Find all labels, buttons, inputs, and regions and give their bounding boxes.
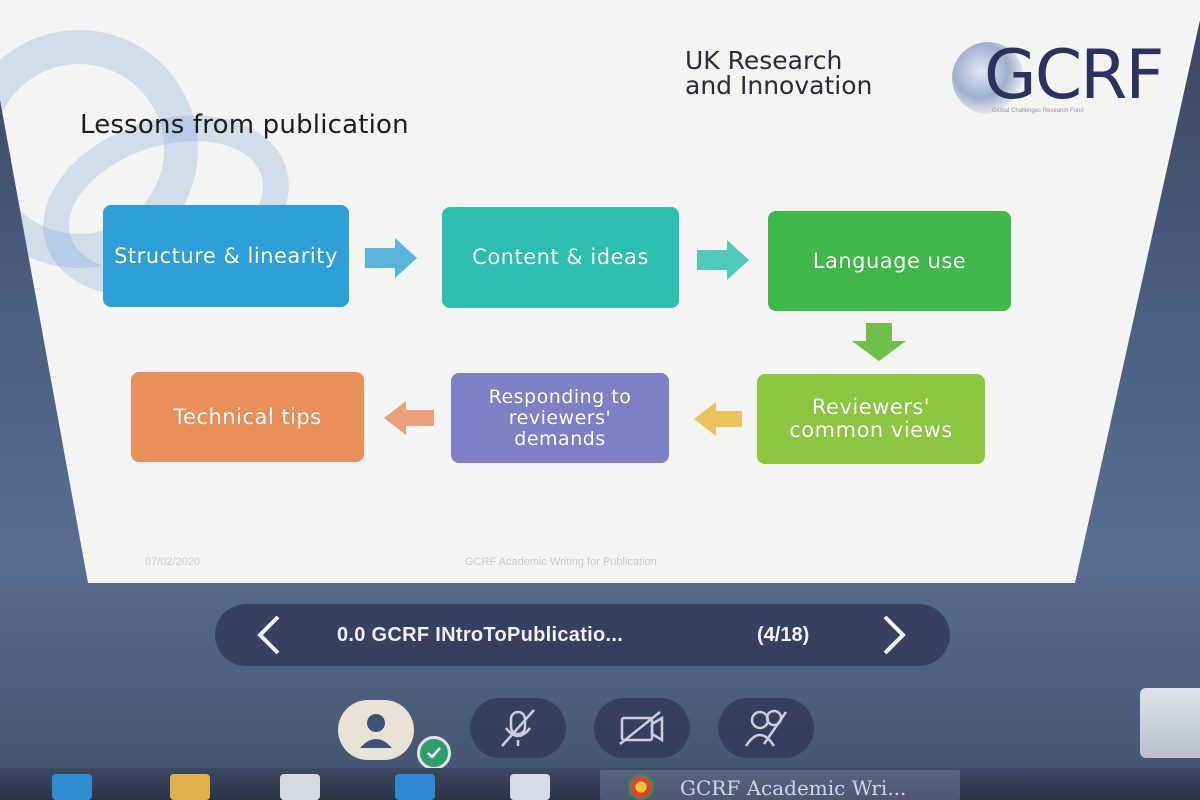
status-badge bbox=[417, 736, 451, 770]
check-icon bbox=[427, 747, 441, 759]
toggle-camera-button[interactable] bbox=[594, 698, 690, 758]
presentation-navigation-bar: 0.0 GCRF INtroToPublicatio... (4/18) bbox=[215, 604, 950, 666]
slide-footer-title: GCRF Academic Writing for Publication bbox=[465, 556, 657, 568]
next-slide-button[interactable] bbox=[870, 610, 918, 660]
mute-microphone-button[interactable] bbox=[470, 698, 566, 758]
taskbar-app-icon[interactable] bbox=[52, 774, 92, 800]
chrome-icon bbox=[628, 774, 654, 800]
store-icon[interactable] bbox=[280, 774, 320, 800]
camera-off-icon bbox=[619, 711, 664, 745]
chevron-left-icon bbox=[257, 615, 280, 655]
previous-slide-button[interactable] bbox=[245, 610, 293, 660]
presentation-slide: UK Research and Innovation GCRF Global C… bbox=[0, 0, 1200, 583]
taskbar: GCRF Academic Wri... bbox=[0, 768, 1200, 800]
chevron-right-icon bbox=[883, 615, 906, 655]
step-box-reviewers-views: Reviewers' common views bbox=[757, 374, 985, 464]
step-label: Technical tips bbox=[173, 404, 322, 429]
ukri-logo-line2: and Innovation bbox=[685, 71, 873, 100]
document-name: 0.0 GCRF INtroToPublicatio... bbox=[337, 624, 624, 646]
arrow-right-icon bbox=[365, 238, 417, 278]
step-box-structure: Structure & linearity bbox=[103, 205, 349, 307]
step-label: Language use bbox=[812, 248, 967, 273]
ukri-logo-line1: UK Research bbox=[685, 46, 843, 75]
taskbar-active-window[interactable] bbox=[600, 770, 960, 800]
page-indicator: (4/18) bbox=[757, 624, 810, 646]
step-box-technical-tips: Technical tips bbox=[131, 372, 364, 462]
taskbar-window-label: GCRF Academic Wri... bbox=[680, 776, 907, 800]
step-label: Reviewers' common views bbox=[789, 395, 953, 442]
slide-title: Lessons from publication bbox=[80, 110, 409, 140]
arrow-left-icon bbox=[694, 402, 742, 436]
arrow-right-icon bbox=[697, 240, 749, 280]
paint-icon[interactable] bbox=[510, 774, 550, 800]
ukri-logo: UK Research and Innovation bbox=[685, 48, 872, 98]
gcrf-logo: GCRF Global Challenges Research Fund bbox=[952, 36, 1165, 116]
gcrf-logo-text: GCRF bbox=[984, 36, 1165, 115]
step-box-content: Content & ideas bbox=[442, 207, 679, 308]
globe-icon bbox=[952, 42, 1024, 114]
arrow-left-icon bbox=[384, 401, 434, 435]
step-label: Responding to reviewers' demands bbox=[488, 385, 632, 450]
step-label: Structure & linearity bbox=[114, 243, 338, 268]
participants-button[interactable] bbox=[718, 698, 814, 758]
gcrf-logo-subtitle: Global Challenges Research Fund bbox=[992, 108, 1084, 114]
microphone-muted-icon bbox=[501, 709, 535, 747]
window-edge bbox=[1140, 688, 1200, 758]
folder-icon[interactable] bbox=[170, 774, 210, 800]
step-label: Content & ideas bbox=[472, 245, 649, 269]
step-box-language: Language use bbox=[768, 211, 1011, 311]
people-share-icon bbox=[744, 709, 788, 747]
slide-footer-date: 07/02/2020 bbox=[145, 556, 201, 568]
arrow-down-icon bbox=[852, 323, 906, 361]
avatar[interactable] bbox=[338, 700, 414, 760]
mail-icon[interactable] bbox=[395, 774, 435, 800]
person-icon bbox=[360, 714, 392, 748]
step-box-responding: Responding to reviewers' demands bbox=[451, 373, 669, 463]
